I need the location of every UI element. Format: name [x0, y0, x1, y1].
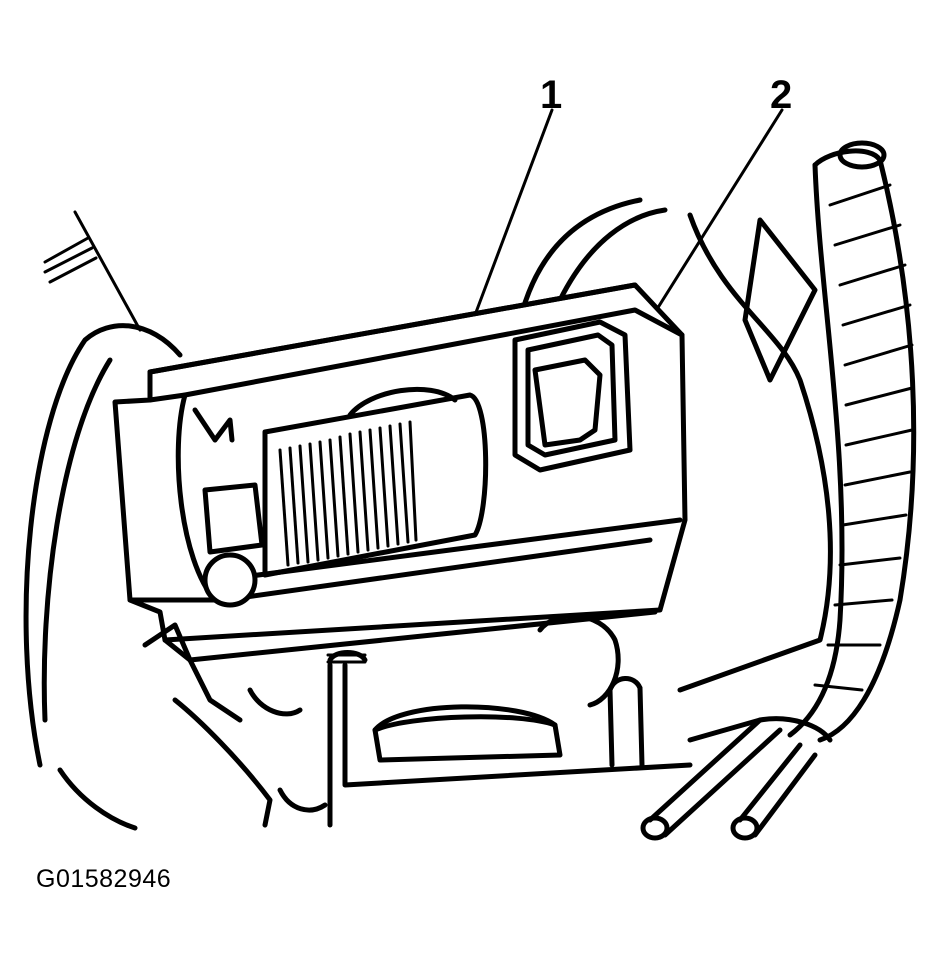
bracket-rods: [326, 650, 693, 828]
vertical-post: [607, 676, 645, 768]
coil-winding: [278, 420, 418, 567]
pulley: [372, 613, 621, 763]
mounting-plate: [517, 197, 833, 693]
lower-bracket: [142, 622, 328, 828]
tube-lines: [640, 716, 833, 841]
callout-label-1: 1: [540, 73, 562, 117]
callout-label-2: 2: [770, 73, 792, 117]
figure-id: G01582946: [36, 865, 172, 893]
rotor-disc: [23, 323, 183, 831]
upper-left-bracket: [43, 210, 142, 332]
connector-socket: [512, 319, 633, 473]
leader-line-1: [473, 108, 554, 317]
ribbed-hose: [787, 140, 917, 743]
module-housing: [112, 282, 688, 663]
